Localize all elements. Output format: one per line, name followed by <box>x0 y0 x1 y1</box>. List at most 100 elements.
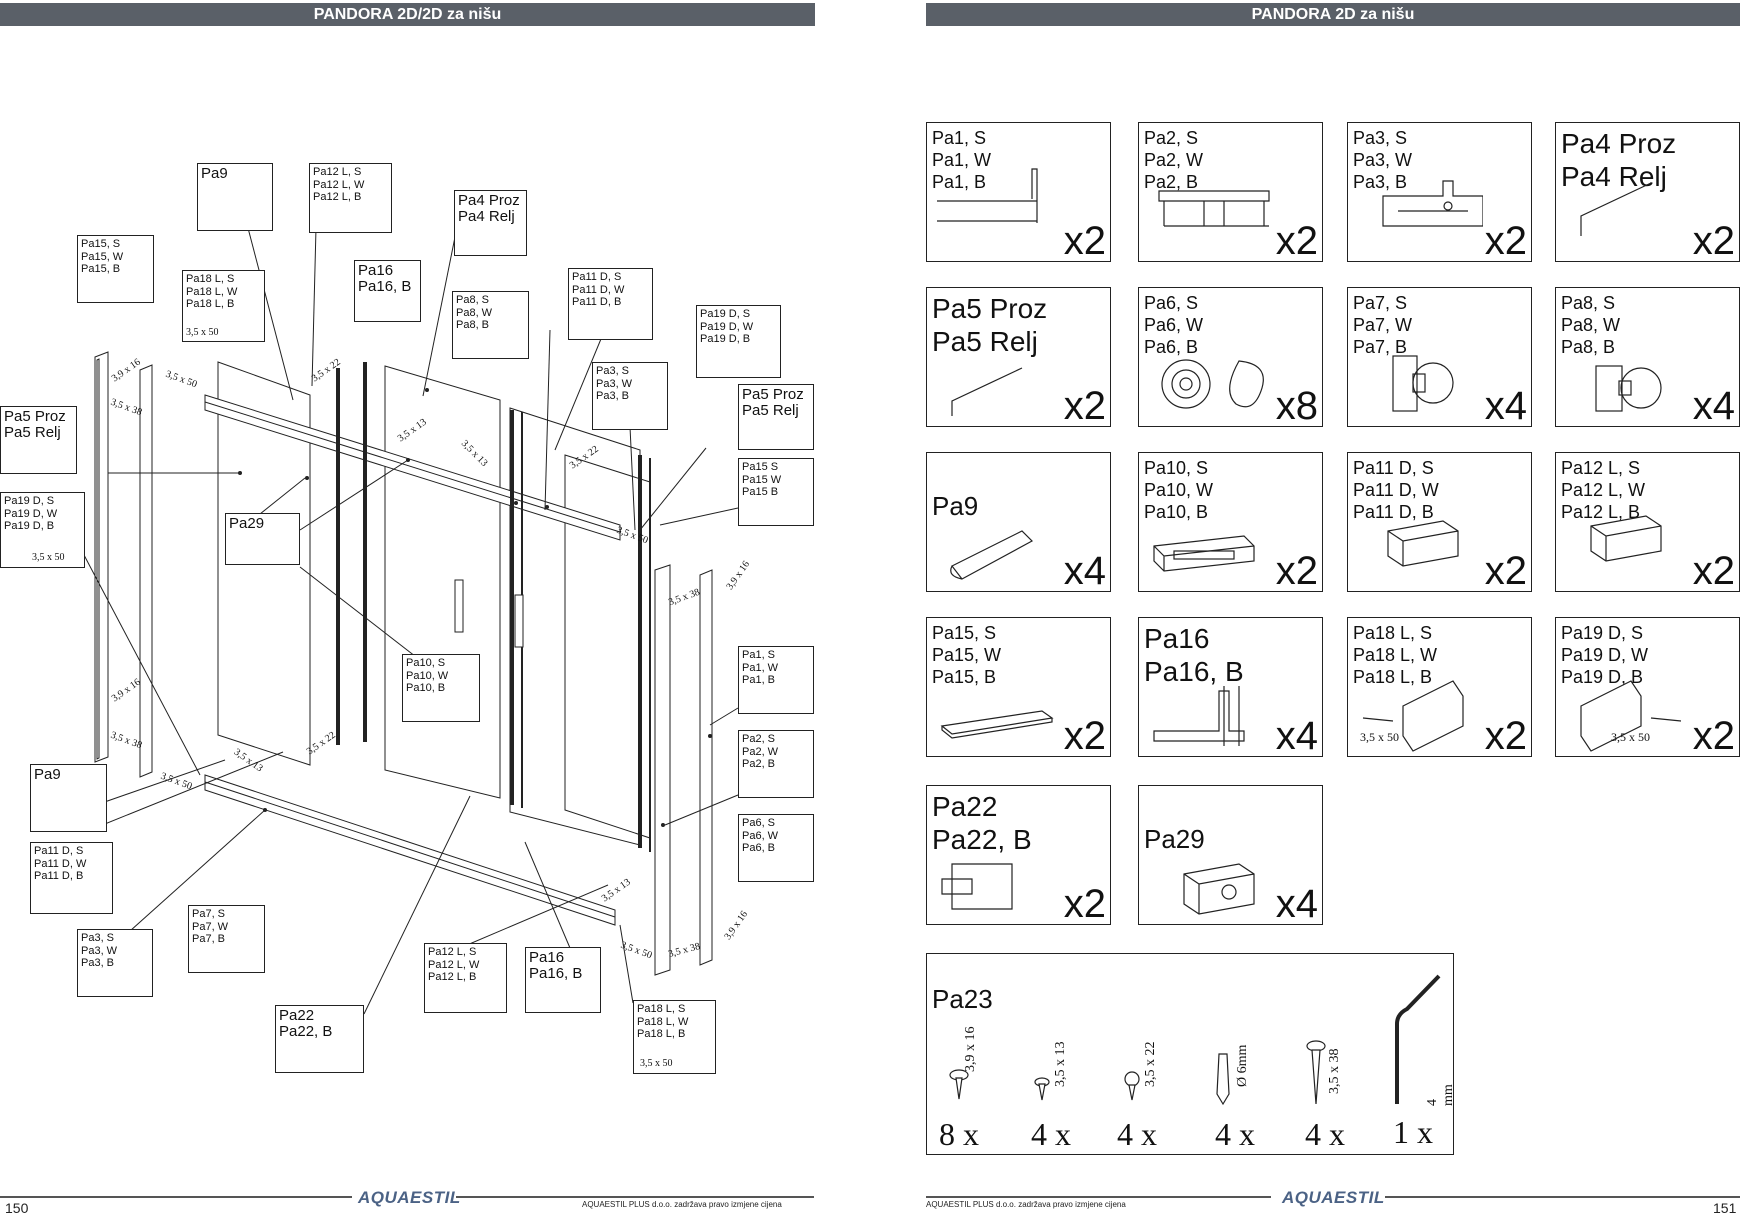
part-drawing <box>940 710 1054 739</box>
pa23-size-2: 3,5 x 13 <box>1053 1041 1068 1088</box>
part-code: Pa1, S <box>932 128 987 148</box>
part-quantity: x2 <box>1275 549 1318 593</box>
pa23-qty-6: 1 x <box>1393 1114 1433 1150</box>
part-code: Pa4 Relj <box>1561 161 1667 192</box>
part-code: Pa7, S <box>1353 293 1408 313</box>
part-code: Pa11 D, B <box>1353 502 1434 522</box>
part-quantity: x2 <box>1063 714 1106 758</box>
right-logo: AQUAESTIL <box>1282 1188 1385 1207</box>
part-drawing <box>1153 535 1255 572</box>
part-code: Pa11 D, S <box>1353 458 1434 478</box>
part-code: Pa10, B <box>1144 502 1209 522</box>
part-drawing <box>1382 180 1483 227</box>
pa23-size-6: 4 mm <box>1425 1084 1456 1106</box>
part-drawing <box>941 863 1013 910</box>
screw-tag: 3,5 x 50 <box>640 1058 673 1069</box>
part-code: Pa12 L, W <box>1561 480 1646 500</box>
part-code: Pa19 D, W <box>1561 645 1649 665</box>
right-page-header: PANDORA 2D za nišu <box>926 3 1740 26</box>
part-code: Pa4 Proz <box>1561 128 1677 159</box>
part-code: Pa10, S <box>1144 458 1209 478</box>
part-code: Pa8, S <box>1561 293 1616 313</box>
screw-tag: 3,5 x 50 <box>32 552 65 563</box>
right-footer-line-2 <box>1385 1196 1740 1198</box>
part-code: Pa3, B <box>1353 172 1408 192</box>
part-code: Pa1, W <box>932 150 992 170</box>
pa23-qty-2: 4 x <box>1031 1116 1071 1152</box>
pa23-size-4: Ø 6mm <box>1235 1044 1250 1087</box>
part-drawing <box>951 367 1023 416</box>
part-code: Pa18 L, S <box>1353 623 1433 643</box>
part-quantity: x4 <box>1063 549 1106 593</box>
pa23-title: Pa23 <box>932 984 993 1014</box>
pa23-hardware-icons <box>949 974 1441 1106</box>
part-code: Pa6, B <box>1144 337 1199 357</box>
pa23-qty-3: 4 x <box>1117 1116 1157 1152</box>
part-quantity: x4 <box>1275 714 1318 758</box>
part-drawing <box>1362 680 1464 752</box>
part-code: Pa15, W <box>932 645 1002 665</box>
part-drawing <box>1158 190 1270 227</box>
part-code: Pa6, S <box>1144 293 1199 313</box>
part-code: Pa19 D, B <box>1561 667 1644 687</box>
part-quantity: x2 <box>1484 714 1527 758</box>
part-drawing <box>1153 686 1245 746</box>
part-code: Pa5 Relj <box>932 326 1038 357</box>
part-code: Pa12 L, B <box>1561 502 1641 522</box>
pa23-qty-1: 8 x <box>939 1116 979 1152</box>
part-code: Pa18 L, B <box>1353 667 1433 687</box>
part-drawing <box>1183 863 1255 915</box>
left-footer-text: AQUAESTIL PLUS d.o.o. zadržava pravo izm… <box>582 1200 782 1209</box>
part-code: Pa7, W <box>1353 315 1413 335</box>
part-quantity: x2 <box>1484 219 1527 263</box>
pa23-qty-5: 4 x <box>1305 1116 1345 1152</box>
pa23-size-1: 3,9 x 16 <box>963 1026 978 1073</box>
part-quantity: x2 <box>1063 384 1106 428</box>
part-quantity: x4 <box>1484 384 1527 428</box>
part-quantity: x2 <box>1063 882 1106 926</box>
right-footer-line <box>926 1196 1271 1198</box>
right-footer-text: AQUAESTIL PLUS d.o.o. zadržava pravo izm… <box>926 1200 1126 1209</box>
part-code: Pa3, W <box>1353 150 1413 170</box>
part-card-title: Pa29 <box>1144 824 1205 855</box>
part-code: Pa9 <box>932 491 979 521</box>
pa23-qty-4: 4 x <box>1215 1116 1255 1152</box>
pa23-size-3: 3,5 x 22 <box>1143 1041 1158 1088</box>
